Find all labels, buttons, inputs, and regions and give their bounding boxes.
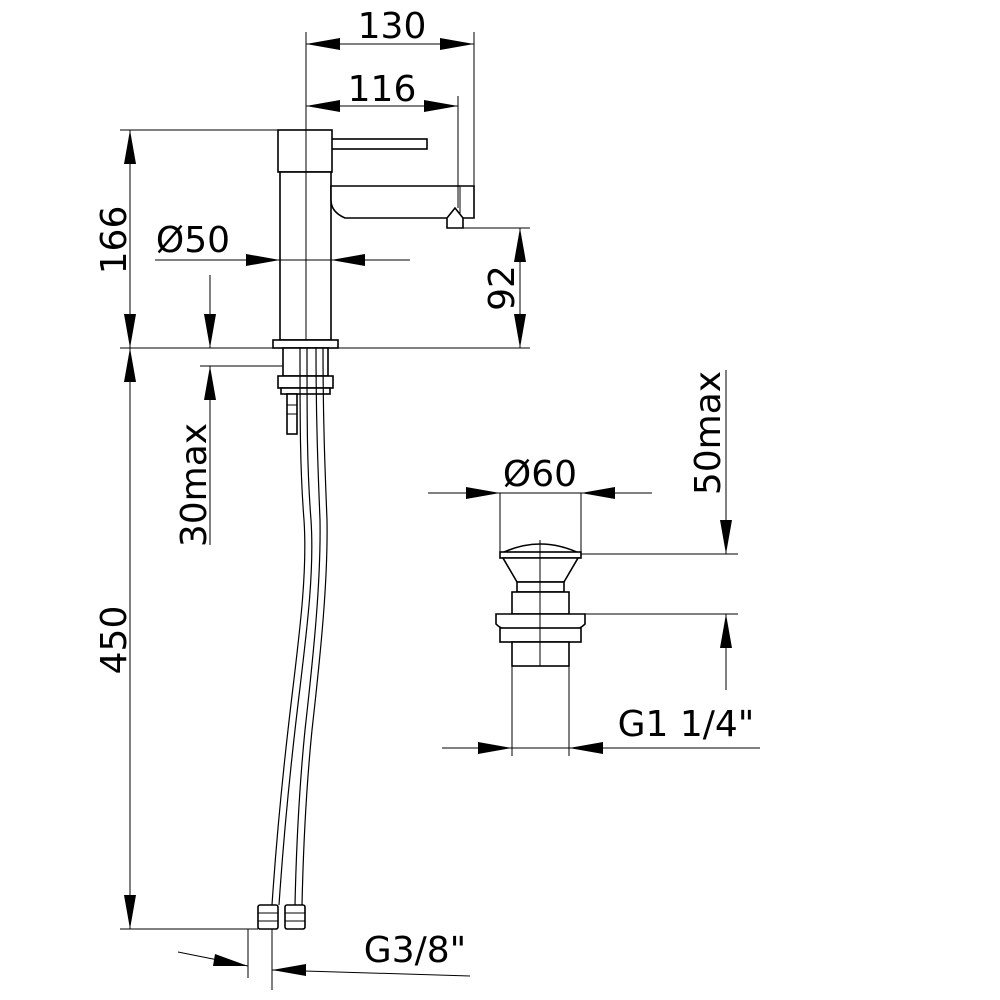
label-166: 166: [94, 206, 135, 275]
hose-left-inner: [278, 347, 313, 906]
waste-fitting: [495, 540, 586, 667]
dim-116: 116: [306, 69, 459, 208]
label-50max: 50max: [688, 371, 729, 495]
dim-450: 450: [94, 348, 258, 930]
dim-g38: G3/8": [177, 929, 471, 990]
hose-left-outer: [271, 347, 306, 906]
dim-diameter-50: Ø50: [155, 220, 410, 266]
dim-50max: 50max: [581, 370, 738, 690]
label-diameter-60: Ø60: [503, 454, 577, 495]
fixing-stem: [282, 347, 329, 377]
label-130: 130: [358, 6, 427, 47]
label-450: 450: [94, 606, 135, 675]
mixer-tap: [272, 129, 475, 435]
dim-diameter-60: Ø60: [428, 454, 652, 552]
hose-nut-left: [257, 904, 279, 930]
dim-166: 166: [94, 129, 278, 349]
spout: [330, 185, 475, 219]
base-flange: [272, 339, 339, 349]
lever-handle: [329, 138, 428, 150]
top-cap: [277, 129, 333, 173]
dim-130: 130: [305, 6, 475, 186]
label-30max: 30max: [174, 423, 215, 547]
fixing-nut: [277, 375, 334, 389]
label-92: 92: [482, 265, 523, 311]
dim-g114: G1 1/4": [442, 666, 760, 756]
hose-right-inner: [301, 347, 328, 906]
hose-right-outer: [294, 347, 321, 906]
flexible-hoses: [257, 347, 328, 930]
label-diameter-50: Ø50: [156, 220, 230, 261]
hose-nut-right: [284, 904, 306, 930]
label-g114: G1 1/4": [618, 704, 755, 745]
aerator: [446, 206, 464, 229]
dim-92: 92: [338, 227, 530, 349]
label-g38: G3/8": [364, 930, 466, 971]
fixing-washer: [280, 387, 331, 395]
dim-30max: 30max: [174, 275, 283, 547]
label-116: 116: [348, 69, 417, 110]
